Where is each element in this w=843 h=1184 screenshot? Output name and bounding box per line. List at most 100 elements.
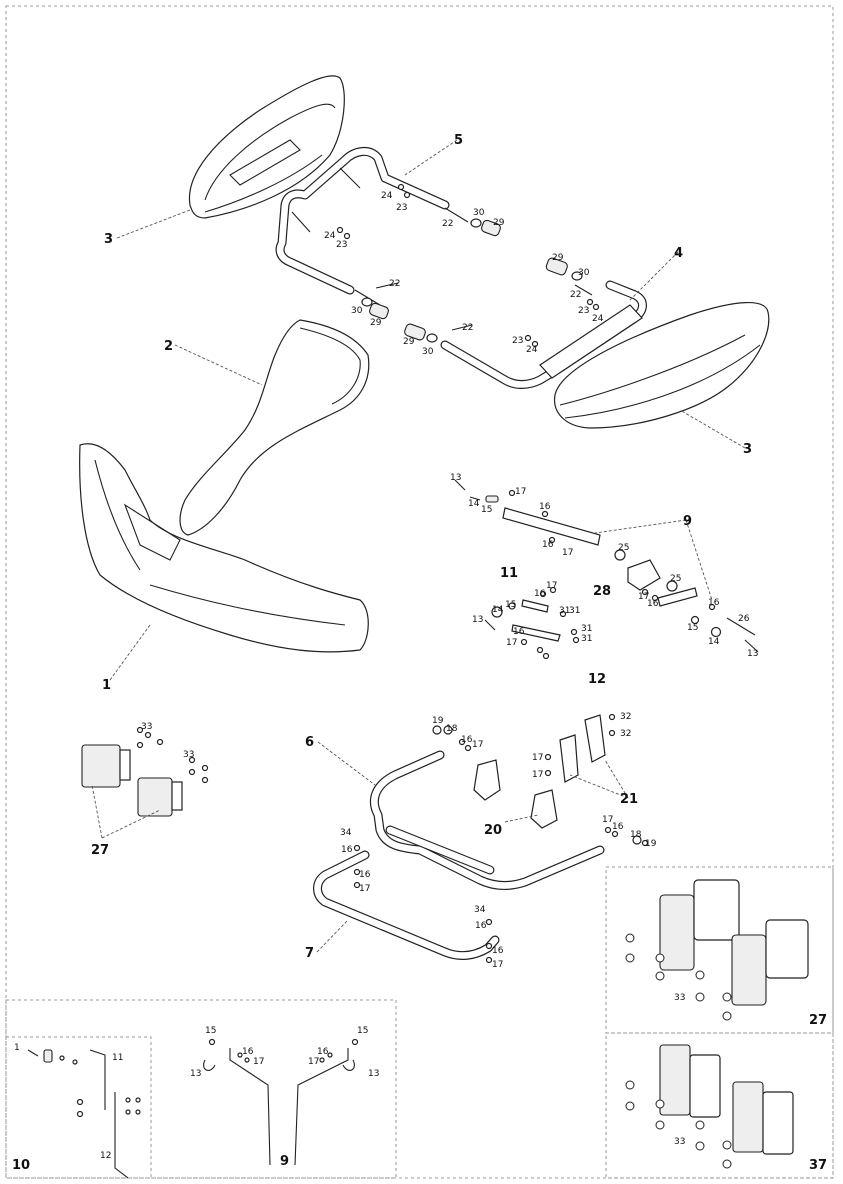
- label-16: 16: [612, 822, 624, 832]
- label-13: 13: [472, 615, 483, 625]
- inset-27-drawing: [625, 879, 809, 1021]
- part-11-12-cluster: [484, 586, 580, 660]
- label-13: 13: [450, 473, 461, 483]
- label-16: 16: [461, 735, 473, 745]
- inset-9-label: 9: [280, 1154, 289, 1169]
- label-14: 14: [468, 499, 480, 509]
- inset-37-drawing: [625, 1044, 794, 1169]
- part-4-right-frame: [440, 280, 647, 389]
- inset-37-label: 37: [809, 1158, 827, 1173]
- label-28: 28: [593, 584, 611, 599]
- inset-37-part-label: 33: [674, 1137, 685, 1147]
- part-2-windscreen-upper: [179, 319, 370, 536]
- label-17: 17: [506, 638, 517, 648]
- label-23: 23: [396, 203, 407, 213]
- label-30: 30: [422, 347, 434, 357]
- label-17: 17: [532, 770, 543, 780]
- inset-9-right-15: 15: [357, 1026, 368, 1036]
- label-29: 29: [552, 253, 564, 263]
- label-15: 15: [505, 600, 516, 610]
- part-27-blocks-left: [81, 726, 209, 817]
- label-1: 1: [102, 678, 111, 693]
- inset-27-label: 27: [809, 1013, 827, 1028]
- label-23: 23: [336, 240, 347, 250]
- inset-9-right-17: 17: [308, 1057, 319, 1067]
- label-16: 16: [647, 599, 659, 609]
- label-33: 33: [183, 750, 194, 760]
- inset-9-drawing: [203, 1038, 359, 1166]
- label-29: 29: [493, 218, 505, 228]
- label-17: 17: [532, 753, 543, 763]
- inset-9-left-16: 16: [242, 1047, 254, 1057]
- label-17: 17: [515, 487, 526, 497]
- label-16: 16: [492, 946, 504, 956]
- label-22: 22: [389, 279, 400, 289]
- inset-10-drawing: [27, 1049, 141, 1179]
- label-2: 2: [164, 339, 173, 354]
- label-17: 17: [562, 548, 573, 558]
- label-7: 7: [305, 946, 314, 961]
- label-25: 25: [618, 543, 629, 553]
- label-24: 24: [526, 345, 538, 355]
- label-16: 16: [542, 540, 554, 550]
- label-17: 17: [602, 815, 613, 825]
- inset-bottom-frame: [5, 999, 397, 1179]
- label-22: 22: [442, 219, 453, 229]
- label-30: 30: [351, 306, 363, 316]
- label-16: 16: [475, 921, 487, 931]
- label-19: 19: [432, 716, 444, 726]
- label-31: 31: [569, 606, 580, 616]
- label-19: 19: [645, 839, 657, 849]
- label-14: 14: [492, 605, 504, 615]
- label-18: 18: [446, 724, 458, 734]
- label-24: 24: [381, 191, 393, 201]
- inset-9-left-17: 17: [253, 1057, 264, 1067]
- label-13: 13: [747, 649, 758, 659]
- part-3-right-shell: [554, 302, 770, 429]
- label-3-right: 3: [743, 442, 752, 457]
- part-3-left-shell: [188, 75, 345, 219]
- part-5-upper-frame: [275, 147, 450, 295]
- label-16: 16: [539, 502, 551, 512]
- label-22: 22: [570, 290, 581, 300]
- label-26: 26: [738, 614, 750, 624]
- inset-10-frame: [5, 1036, 152, 1179]
- label-16: 16: [513, 627, 525, 637]
- label-32: 32: [620, 729, 631, 739]
- small-part-labels: 24 23 22 30 29 24 23 22 30 29 29 30 22 2…: [141, 191, 758, 970]
- leader-lines: [91, 139, 746, 953]
- inset-10-label-11: 11: [112, 1053, 123, 1063]
- inset-27-frame: [605, 866, 834, 1034]
- label-23: 23: [512, 336, 523, 346]
- label-34: 34: [474, 905, 486, 915]
- label-29: 29: [403, 337, 415, 347]
- label-31: 31: [559, 606, 570, 616]
- label-16: 16: [708, 598, 720, 608]
- label-29: 29: [370, 318, 382, 328]
- inset-9-left-13: 13: [190, 1069, 201, 1079]
- label-22: 22: [462, 323, 473, 333]
- label-16: 16: [534, 589, 546, 599]
- label-18: 18: [630, 830, 642, 840]
- part-20-21-brackets: [473, 713, 616, 829]
- label-32: 32: [620, 712, 631, 722]
- label-31: 31: [581, 634, 592, 644]
- part-9-bracket-assembly: [454, 479, 759, 653]
- label-24: 24: [324, 231, 336, 241]
- label-25: 25: [670, 574, 681, 584]
- label-17: 17: [472, 740, 483, 750]
- inset-10-label-1: 1: [14, 1043, 20, 1053]
- label-21: 21: [620, 792, 638, 807]
- inset-9-right-16: 16: [317, 1047, 329, 1057]
- label-17: 17: [546, 581, 557, 591]
- label-27: 27: [91, 843, 109, 858]
- inset-27-part-label: 33: [674, 993, 685, 1003]
- part-6-lower-frame: [369, 725, 649, 890]
- label-30: 30: [473, 208, 485, 218]
- label-34: 34: [340, 828, 352, 838]
- label-4: 4: [674, 246, 683, 261]
- inset-9-right-13: 13: [368, 1069, 379, 1079]
- label-6: 6: [305, 735, 314, 750]
- label-24: 24: [592, 314, 604, 324]
